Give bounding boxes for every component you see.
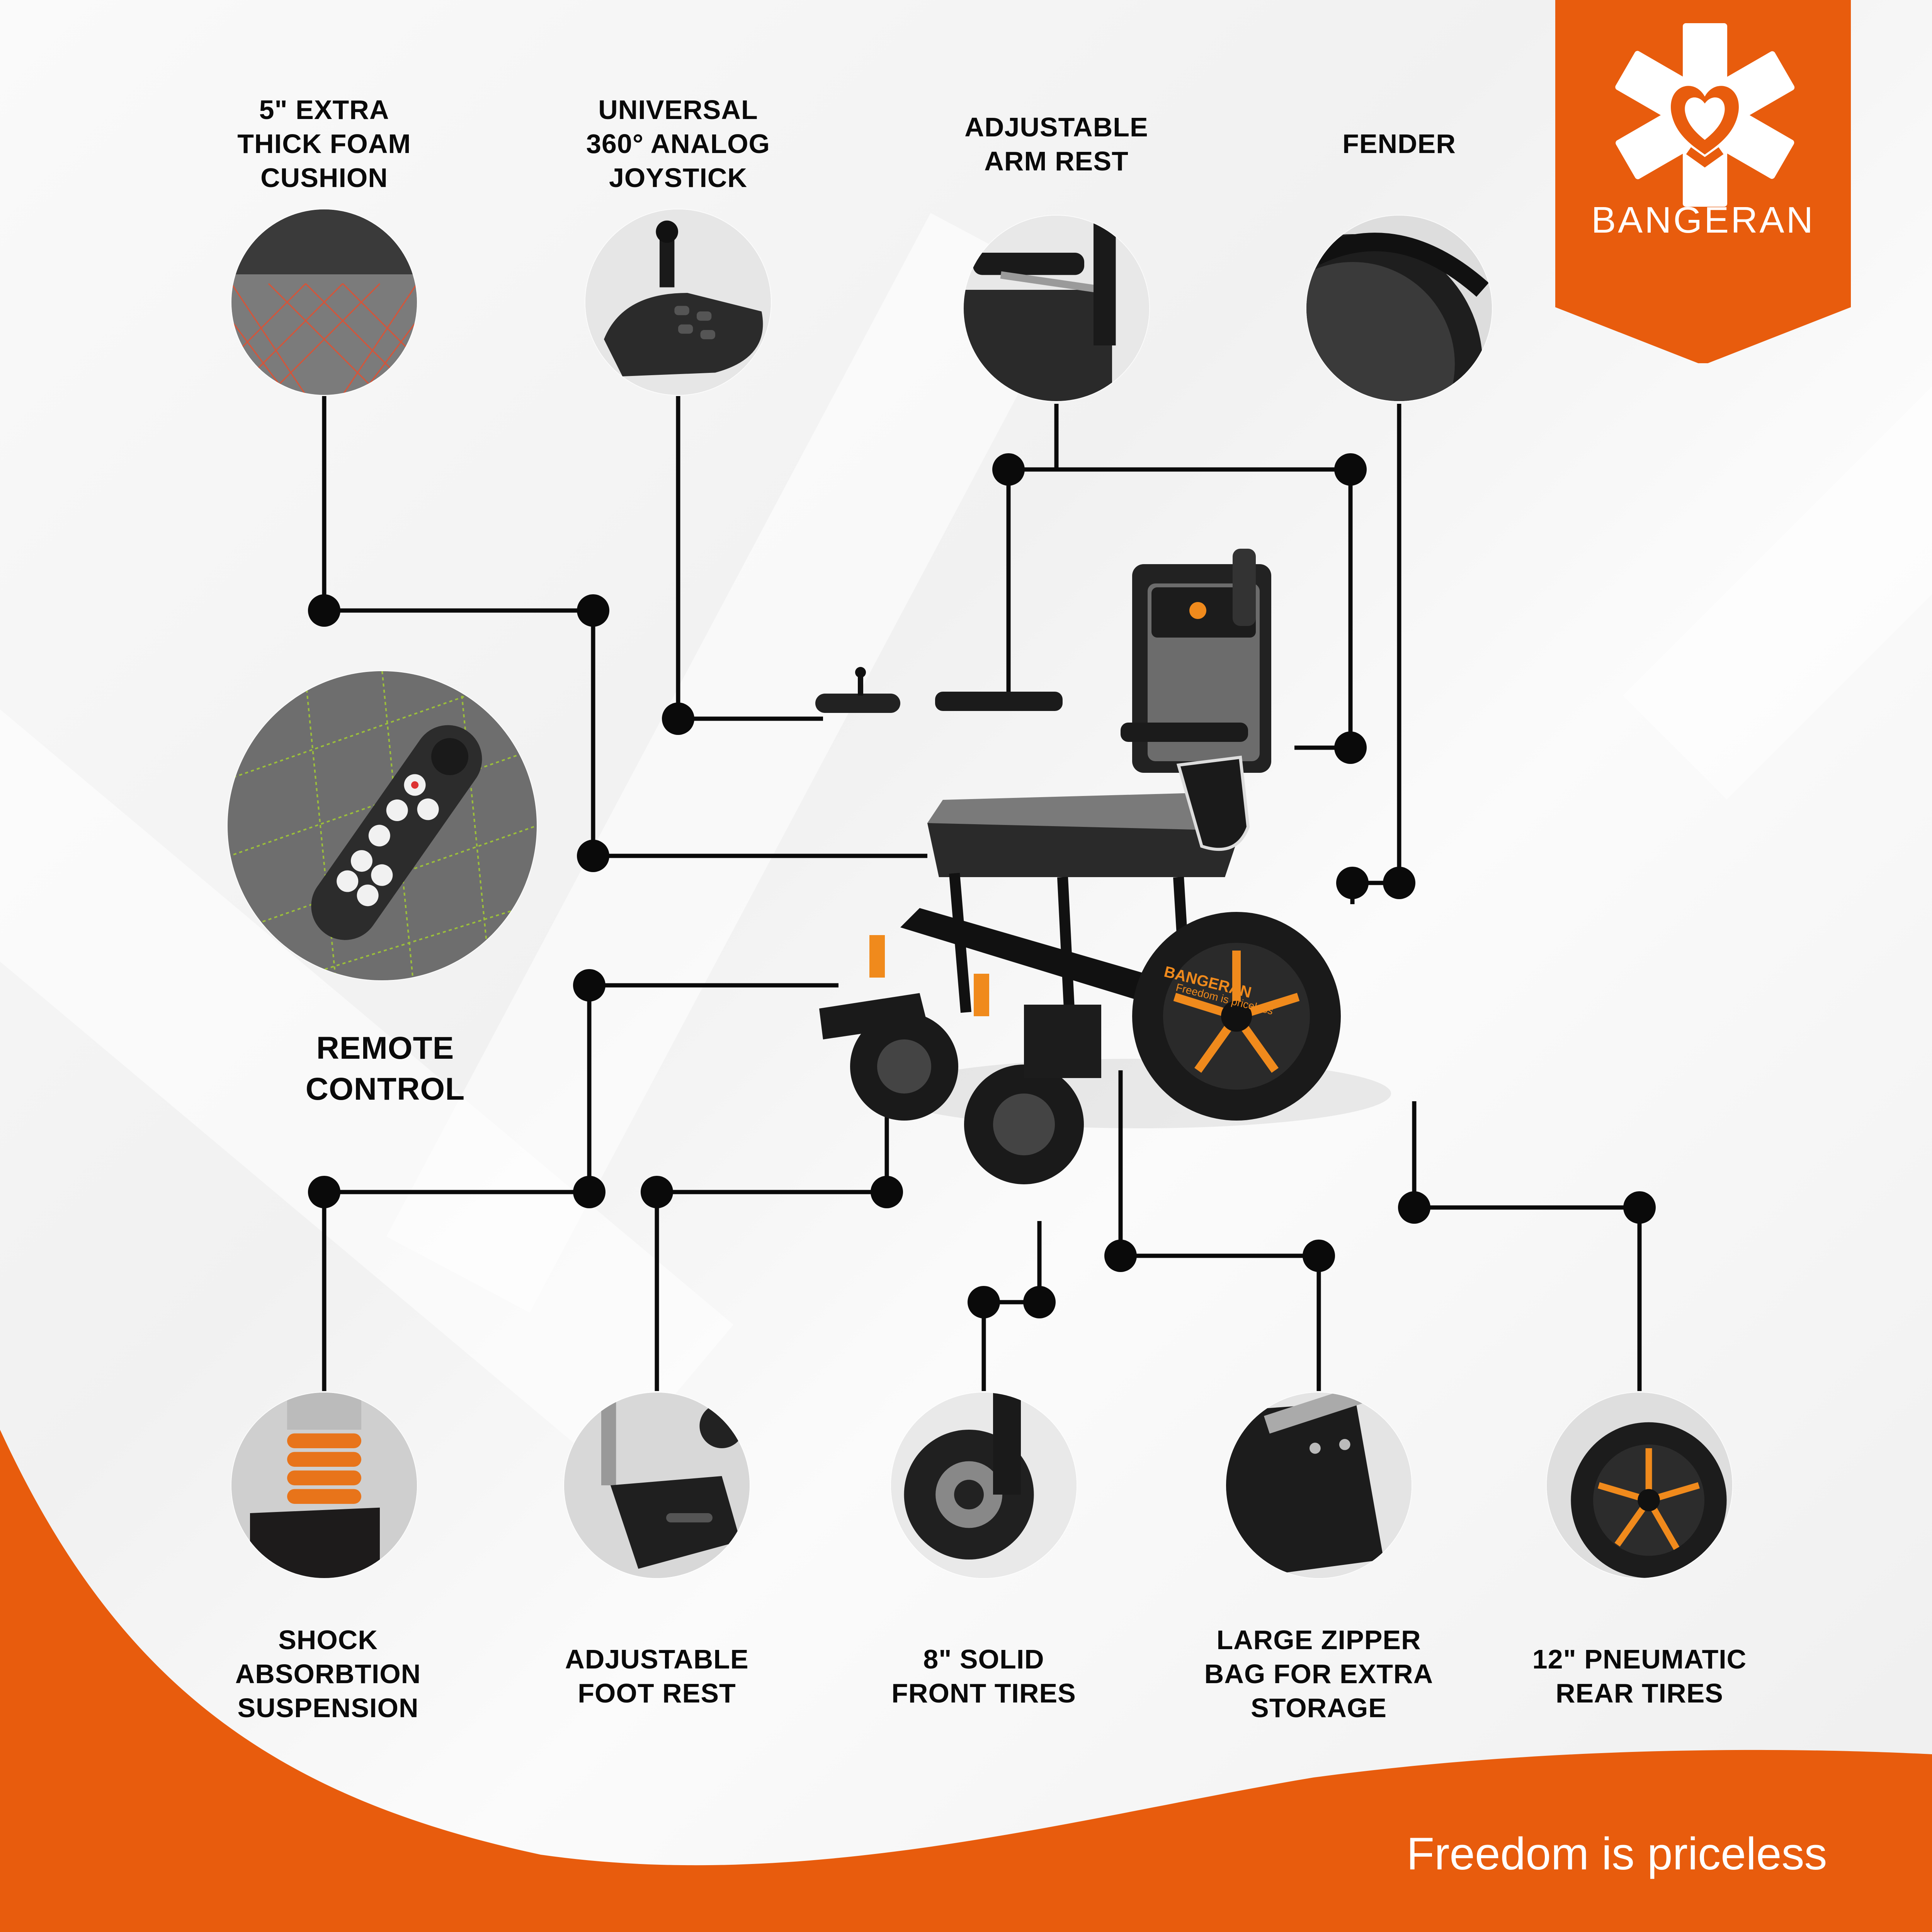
feature-label-footrest: ADJUSTABLE FOOT REST [565, 1642, 748, 1710]
feature-label-remote-control: REMOTE CONTROL [306, 1028, 465, 1110]
label-line: JOYSTICK [609, 163, 748, 193]
label-line: FOOT REST [578, 1678, 736, 1708]
zipper-bag-photo [1226, 1393, 1412, 1578]
footrest-photo [564, 1393, 750, 1578]
cushion-photo [231, 209, 417, 395]
label-line: LARGE ZIPPER [1216, 1625, 1421, 1655]
label-line: ADJUSTABLE [964, 112, 1148, 142]
label-line: THICK FOAM [237, 129, 411, 159]
rear-tire-photo [1547, 1393, 1732, 1578]
feature-label-suspension: SHOCK ABSORBTION SUSPENSION [235, 1623, 421, 1725]
suspension-photo [231, 1393, 417, 1578]
remote-control-photo [228, 671, 537, 980]
brand-logo-banner [1555, 0, 1851, 363]
feature-label-fender: FENDER [1342, 127, 1456, 161]
label-line: SHOCK [278, 1625, 378, 1655]
label-line: ABSORBTION [235, 1659, 421, 1689]
tagline: Freedom is priceless [1406, 1828, 1827, 1879]
label-line: STORAGE [1251, 1693, 1387, 1723]
label-line: 12" PNEUMATIC [1532, 1644, 1747, 1674]
feature-label-joystick: UNIVERSAL 360° ANALOG JOYSTICK [586, 93, 770, 195]
label-line: REMOTE [316, 1031, 454, 1066]
label-line: CONTROL [305, 1071, 465, 1107]
label-line: 360° ANALOG [586, 129, 770, 159]
label-line: 5" EXTRA [259, 95, 389, 125]
label-line: FRONT TIRES [891, 1678, 1076, 1708]
feature-label-rear-tires: 12" PNEUMATIC REAR TIRES [1532, 1642, 1747, 1710]
feature-label-front-tires: 8" SOLID FRONT TIRES [891, 1642, 1076, 1710]
label-line: BAG FOR EXTRA [1204, 1659, 1434, 1689]
joystick-photo [585, 209, 771, 395]
label-line: CUSHION [260, 163, 388, 193]
label-line: FENDER [1342, 129, 1456, 159]
feature-label-armrest: ADJUSTABLE ARM REST [964, 110, 1148, 178]
front-tire-photo [891, 1393, 1077, 1578]
label-line: UNIVERSAL [598, 95, 758, 125]
brand-name: BANGERAN [1591, 199, 1815, 241]
label-line: 8" SOLID [923, 1644, 1044, 1674]
feature-label-zipper-bag: LARGE ZIPPER BAG FOR EXTRA STORAGE [1204, 1623, 1433, 1725]
label-line: REAR TIRES [1556, 1678, 1723, 1708]
feature-label-cushion: 5" EXTRA THICK FOAM CUSHION [237, 93, 411, 195]
label-line: ADJUSTABLE [565, 1644, 749, 1674]
armrest-photo [964, 216, 1149, 401]
label-line: ARM REST [984, 146, 1129, 176]
fender-photo [1306, 216, 1492, 401]
wheelchair-product-image [815, 549, 1391, 1184]
label-line: SUSPENSION [237, 1693, 419, 1723]
